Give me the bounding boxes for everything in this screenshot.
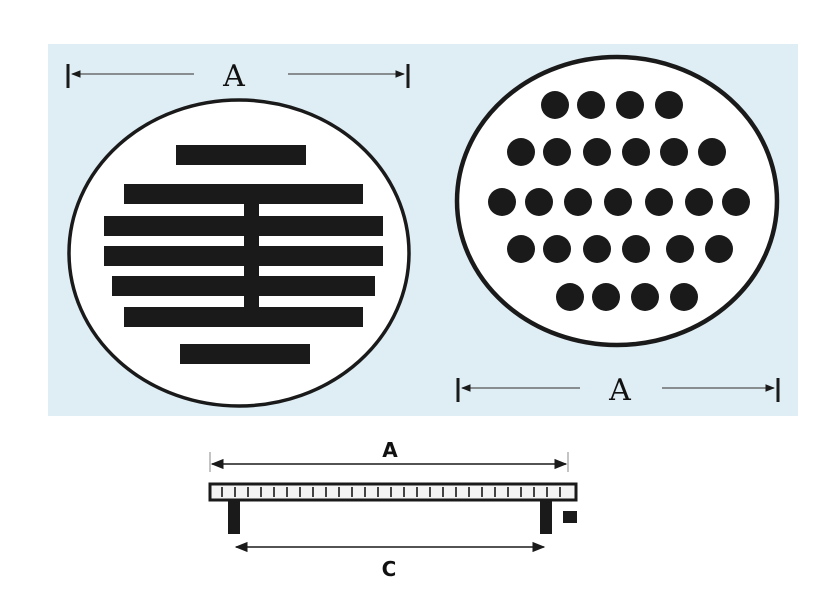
- dimension-label-c: C: [382, 557, 397, 581]
- hole: [685, 188, 713, 216]
- slot: [259, 246, 383, 266]
- hole: [488, 188, 516, 216]
- support-leg-left: [228, 500, 240, 534]
- hole: [525, 188, 553, 216]
- hole: [507, 235, 535, 263]
- center-bar: [244, 184, 259, 327]
- hole: [564, 188, 592, 216]
- hole: [631, 283, 659, 311]
- hole-group: [488, 91, 750, 311]
- hole: [622, 235, 650, 263]
- slot: [259, 276, 375, 296]
- dimension-a-bottom-right: A: [456, 373, 780, 408]
- hole: [507, 138, 535, 166]
- dimension-label: A: [222, 59, 245, 94]
- plate-ribs: [221, 487, 561, 497]
- dimension-a-top-left: A: [66, 59, 410, 94]
- hole: [660, 138, 688, 166]
- slot: [104, 216, 258, 236]
- hole: [577, 91, 605, 119]
- side-view: A C: [208, 438, 578, 581]
- hole: [670, 283, 698, 311]
- slot-group: [104, 145, 383, 364]
- perforated-cover: [454, 54, 780, 348]
- hole: [583, 235, 611, 263]
- slot: [104, 246, 258, 266]
- hole: [666, 235, 694, 263]
- slot: [124, 184, 258, 204]
- hole: [616, 91, 644, 119]
- slot: [124, 307, 258, 327]
- hole: [543, 235, 571, 263]
- slot: [112, 276, 258, 296]
- hole: [604, 188, 632, 216]
- hole: [543, 138, 571, 166]
- hole: [698, 138, 726, 166]
- slot: [176, 145, 306, 165]
- hole: [655, 91, 683, 119]
- hole: [722, 188, 750, 216]
- slot: [259, 184, 363, 204]
- slot: [259, 216, 383, 236]
- slot: [180, 344, 310, 364]
- hole: [583, 138, 611, 166]
- slot: [259, 307, 363, 327]
- hole: [541, 91, 569, 119]
- dimension-label-a: A: [382, 438, 398, 462]
- slotted-cover: [67, 98, 411, 408]
- hole: [592, 283, 620, 311]
- hole: [645, 188, 673, 216]
- leg-section-marker: [563, 511, 577, 523]
- hole: [556, 283, 584, 311]
- hole: [705, 235, 733, 263]
- grate-plate-profile: [208, 482, 578, 502]
- support-leg-right: [540, 500, 552, 534]
- dimension-label: A: [608, 373, 631, 408]
- hole: [622, 138, 650, 166]
